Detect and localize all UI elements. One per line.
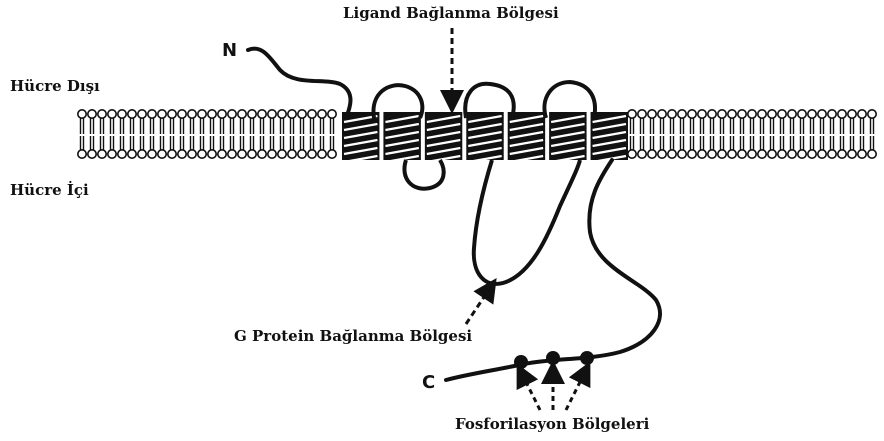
phospho-arrow-right	[566, 372, 585, 410]
phosphorylation-site-1	[514, 355, 528, 369]
membrane-lipids-right	[628, 110, 876, 158]
helix-6	[549, 112, 586, 162]
phospho-arrow-left	[522, 374, 540, 410]
helix-5	[508, 112, 545, 162]
n-terminal-tail	[248, 49, 351, 118]
gprotein-binding-site-label: G Protein Bağlanma Bölgesi	[234, 327, 472, 345]
intracellular-loop-1	[404, 160, 443, 189]
phosphorylation-site-3	[580, 351, 594, 365]
c-terminus-label: C	[422, 372, 435, 393]
gprotein-site-arrow	[466, 288, 490, 324]
helix-7	[591, 112, 628, 162]
helix-1	[342, 112, 379, 162]
helix-4	[466, 112, 503, 162]
phosphorylation-sites-label: Fosforilasyon Bölgeleri	[455, 415, 649, 433]
intracellular-loop-3	[474, 160, 580, 284]
transmembrane-helices	[342, 112, 628, 162]
helix-2	[383, 112, 420, 162]
phosphorylation-site-2	[546, 351, 560, 365]
helix-3	[425, 112, 462, 162]
membrane-lipids-left	[78, 110, 336, 158]
extracellular-label: Hücre Dışı	[10, 77, 100, 95]
ligand-binding-site-label: Ligand Bağlanma Bölgesi	[343, 4, 559, 22]
n-terminus-label: N	[222, 40, 237, 61]
intracellular-label: Hücre İçi	[10, 181, 89, 199]
